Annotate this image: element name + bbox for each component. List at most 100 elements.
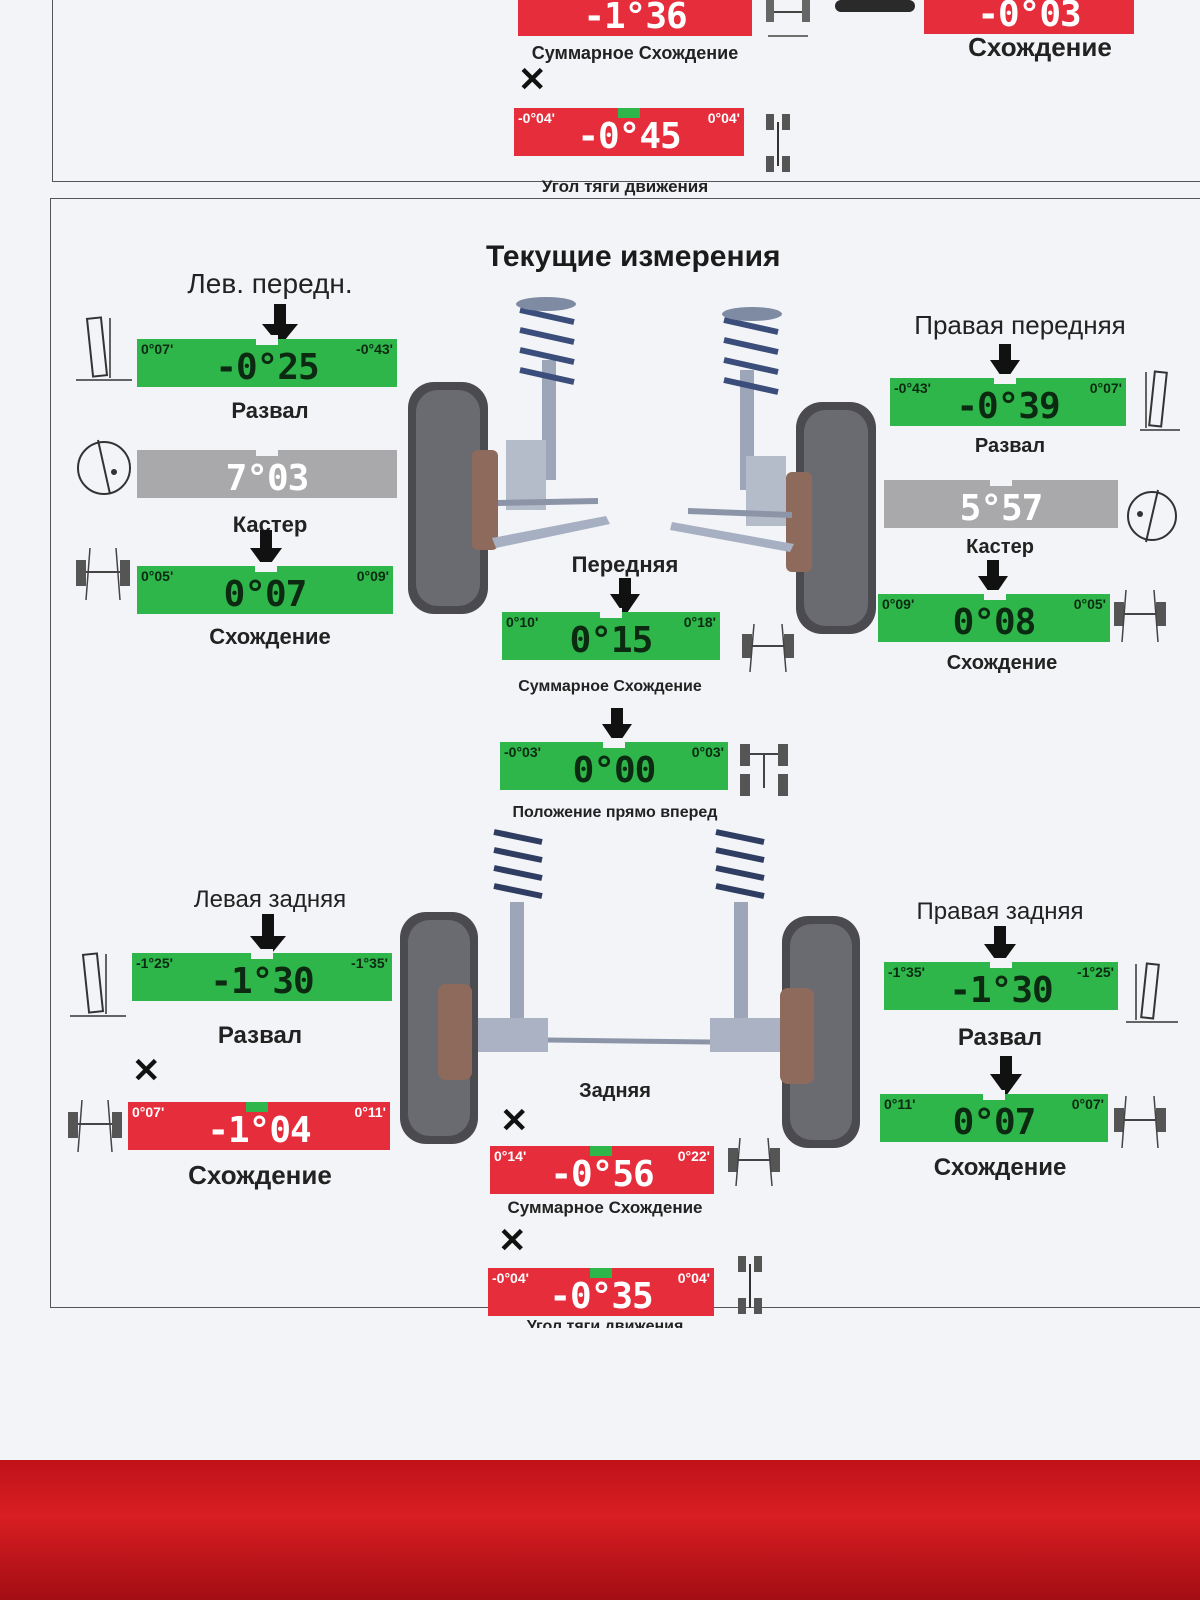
- arrow-down-icon: [978, 560, 1008, 603]
- top-section-frame: [52, 0, 1200, 182]
- camber-icon: [76, 316, 132, 381]
- arrow-down-icon: [990, 344, 1020, 387]
- rear-thrust-label: Угол тяги движения: [526, 1318, 684, 1328]
- arrow-down-icon: [262, 304, 298, 351]
- rear-left-camber-label: Развал: [217, 1022, 303, 1049]
- gauge-max: 0°04': [677, 1270, 710, 1286]
- arrow-down-icon: [250, 914, 286, 963]
- rear-total-toe-label: Суммарное Схождение: [507, 1198, 703, 1217]
- arrow-down-icon: [602, 708, 632, 751]
- front-left-camber-label: Развал: [231, 398, 309, 423]
- gauge-min: -0°04': [492, 1270, 529, 1286]
- out-of-range-x-icon: ✕: [518, 61, 547, 99]
- arrow-down-icon: [984, 926, 1016, 971]
- front-left-toe-label: Схождение: [209, 624, 331, 649]
- straight-ahead-gauge: -0°03' 0°03' 0°00: [500, 728, 728, 791]
- rear-right-toe-label: Схождение: [933, 1154, 1067, 1181]
- gauge-value: -0°25: [215, 347, 319, 388]
- arrow-down-icon: [990, 1056, 1022, 1101]
- gauge-min: 0°07': [132, 1104, 165, 1120]
- rear-left-toe-label: Схождение: [188, 1160, 332, 1190]
- gauge-min: -1°35': [888, 964, 925, 980]
- top-thrust-gauge: -0°04' 0°04' -0°45: [514, 94, 744, 157]
- gauge-max: -1°35': [351, 955, 388, 971]
- gauge-min: 0°05': [141, 568, 174, 584]
- out-of-range-x-icon: ✕: [500, 1102, 529, 1140]
- steering-icon: [740, 744, 788, 796]
- gauge-max: -1°25': [1077, 964, 1114, 980]
- wheel-icon: [835, 0, 915, 12]
- gauge-min: 0°07': [141, 341, 174, 357]
- gauge-value: -1°30: [210, 961, 314, 1002]
- rear-suspension-illustration: [400, 829, 860, 1148]
- gauge-value: -1°30: [949, 970, 1053, 1011]
- gauge-value: 7°03: [225, 458, 310, 499]
- gauge-min: 0°10': [506, 614, 539, 630]
- gauge-max: 0°07': [1071, 1096, 1104, 1112]
- front-right-toe-label: Схождение: [946, 652, 1058, 674]
- front-right-caster-label: Кастер: [966, 536, 1034, 558]
- gauge-min: -0°04': [518, 110, 555, 126]
- front-right-toe-gauge: 0°09' 0°05' 0°08: [878, 580, 1110, 643]
- front-left-caster-gauge: 7°03: [137, 436, 397, 499]
- gauge-value: -1°36: [583, 0, 687, 37]
- camber-icon: [1126, 962, 1178, 1023]
- camber-icon: [70, 952, 126, 1017]
- rear-total-toe-gauge: 0°14' 0°22' -0°56: [490, 1132, 714, 1195]
- top-right-toe-label: Схождение: [968, 32, 1112, 62]
- gauge-max: -0°43': [356, 341, 393, 357]
- thrust-icon: [738, 1256, 762, 1314]
- caster-icon: [77, 439, 131, 495]
- gauge-max: 0°05': [1073, 596, 1106, 612]
- gauge-max: 0°07': [1089, 380, 1122, 396]
- rear-right-camber-gauge: -1°35' -1°25' -1°30: [884, 948, 1118, 1011]
- toe-icon: [766, 0, 810, 37]
- rear-thrust-gauge: -0°04' 0°04' -0°35: [488, 1254, 714, 1317]
- front-left-title: Лев. передн.: [187, 268, 353, 299]
- top-total-toe-label: Суммарное Схождение: [531, 43, 739, 63]
- page-title: Текущие измерения: [486, 240, 781, 273]
- toe-icon: [742, 623, 794, 673]
- toe-icon: [1114, 1095, 1166, 1149]
- front-left-toe-gauge: 0°05' 0°09' 0°07: [137, 552, 393, 615]
- thrust-icon: [766, 114, 790, 172]
- front-axle-label: Передняя: [571, 552, 679, 577]
- toe-icon: [728, 1137, 780, 1187]
- top-thrust-label: Угол тяги движения: [541, 177, 709, 196]
- gauge-value: -1°04: [207, 1110, 311, 1151]
- gauge-max: 0°04': [707, 110, 740, 126]
- front-suspension-illustration: [408, 297, 876, 634]
- camber-icon: [1140, 370, 1180, 431]
- front-total-toe-gauge: 0°10' 0°18' 0°15: [502, 598, 720, 661]
- gauge-value: 5°57: [959, 488, 1044, 529]
- arrow-down-icon: [250, 530, 282, 575]
- gauge-value: -0°35: [549, 1276, 653, 1317]
- gauge-value: 0°07: [223, 574, 308, 615]
- gauge-value: 0°00: [572, 750, 657, 791]
- gauge-min: 0°09': [882, 596, 915, 612]
- printout-page: [0, 0, 1200, 1460]
- gauge-value: -0°39: [956, 386, 1060, 427]
- arrow-down-icon: [610, 578, 640, 621]
- gauge-value: -0°03: [977, 0, 1081, 35]
- gauge-value: 0°15: [569, 620, 654, 661]
- gauge-min: -1°25': [136, 955, 173, 971]
- rear-right-toe-gauge: 0°11' 0°07' 0°07: [880, 1080, 1108, 1143]
- gauge-max: 0°22': [677, 1148, 710, 1164]
- gauge-value: -0°45: [577, 116, 681, 157]
- rear-left-title: Левая задняя: [193, 886, 347, 913]
- rear-thrust-label-clip: Угол тяги движения: [480, 1314, 730, 1328]
- gauge-value: 0°08: [952, 602, 1037, 643]
- top-total-toe-gauge: -1°36: [518, 0, 752, 37]
- gauge-min: -0°43': [894, 380, 931, 396]
- gauge-max: 0°18': [683, 614, 716, 630]
- toe-icon: [76, 547, 130, 601]
- straight-ahead-label: Положение прямо вперед: [512, 804, 718, 821]
- gauge-max: 0°03': [691, 744, 724, 760]
- front-right-camber-label: Развал: [974, 435, 1046, 457]
- gauge-max: 0°09': [356, 568, 389, 584]
- front-left-camber-gauge: 0°07' -0°43' -0°25: [137, 325, 397, 388]
- gauge-value: -0°56: [550, 1154, 654, 1195]
- gauge-value: 0°07: [952, 1102, 1037, 1143]
- gauge-max: 0°11': [354, 1104, 386, 1120]
